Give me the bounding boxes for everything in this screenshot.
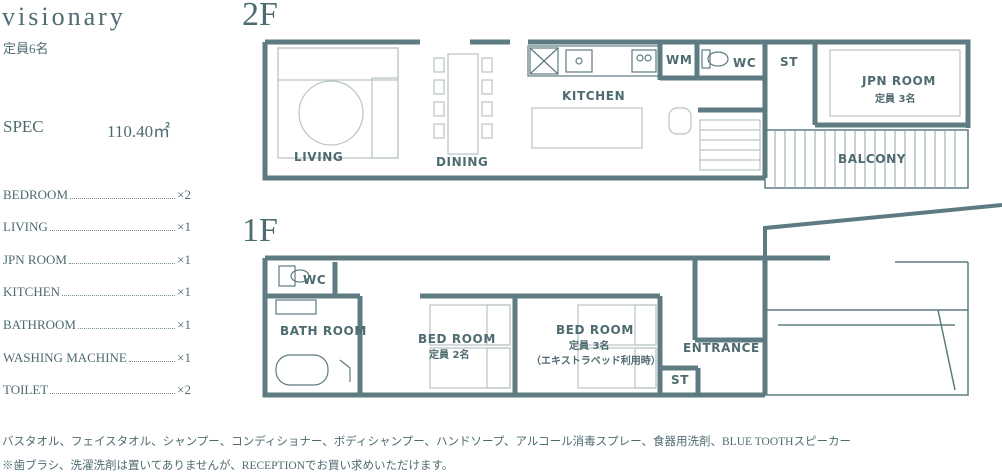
dotted-leader bbox=[50, 393, 176, 395]
bed-room-1-capacity: 定員 2名 bbox=[429, 348, 469, 361]
spec-item-name: KITCHEN bbox=[3, 284, 61, 300]
spec-item: TOILET ×2 bbox=[3, 366, 191, 399]
garden-annex-1f bbox=[764, 261, 969, 396]
room-label-st-2f: ST bbox=[780, 55, 798, 69]
spec-item-count: ×1 bbox=[177, 316, 191, 332]
spec-item-name: BEDROOM bbox=[3, 186, 69, 202]
spec-list: BEDROOM×2 LIVING×1 JPN ROOM×1 KITCHEN×1 … bbox=[3, 170, 191, 398]
jpn-room-capacity: 定員 3名 bbox=[875, 92, 915, 105]
spec-item-count: ×1 bbox=[177, 284, 191, 300]
room-label-dining: DINING bbox=[436, 155, 488, 169]
spec-area: 110.40㎡ bbox=[107, 122, 171, 141]
spec-item: KITCHEN ×1 bbox=[3, 268, 191, 301]
floor-label-1f: 1F bbox=[242, 212, 278, 249]
room-label-bath-room: BATH ROOM bbox=[280, 324, 367, 338]
spec-item-count: ×2 bbox=[177, 186, 191, 202]
floor-label-2f: 2F bbox=[242, 0, 278, 33]
spec-item-count: ×1 bbox=[177, 251, 191, 267]
spec-item: LIVING ×1 bbox=[3, 203, 191, 236]
spec-item-count: ×1 bbox=[177, 219, 191, 235]
spec-item-count: ×1 bbox=[177, 349, 191, 365]
dotted-leader bbox=[77, 327, 176, 329]
walls-1f bbox=[262, 255, 830, 398]
bed-room-2-note: （エキストラベッド利用時） bbox=[531, 354, 661, 367]
dotted-leader bbox=[49, 230, 176, 232]
roof-line bbox=[763, 203, 1002, 258]
furniture-2f bbox=[277, 47, 961, 171]
dotted-leader bbox=[68, 262, 176, 264]
dotted-leader bbox=[62, 295, 176, 297]
spec-item-name: TOILET bbox=[3, 382, 49, 398]
bathroom-fixtures bbox=[275, 265, 351, 386]
balcony-deck bbox=[764, 129, 969, 189]
room-label-balcony: BALCONY bbox=[838, 152, 906, 166]
spec-item-name: BATHROOM bbox=[3, 316, 76, 332]
bed-room-2-capacity: 定員 3名 bbox=[569, 339, 609, 352]
spec-item: BATHROOM ×1 bbox=[3, 300, 191, 333]
amenities-note: バスタオル、フェイスタオル、シャンプー、コンディショナー、ボディシャンプー、ハン… bbox=[2, 436, 851, 448]
property-capacity: 定員6名 bbox=[3, 41, 49, 56]
room-label-entrance: ENTRANCE bbox=[683, 341, 760, 355]
room-label-bed-room-1: BED ROOM bbox=[418, 332, 496, 346]
room-label-living: LIVING bbox=[294, 150, 343, 164]
room-label-wc-2f: WC bbox=[733, 56, 756, 70]
second-floor-plan: WM WC ST JPN ROOM 定員 3名 KITCHEN LIVING D… bbox=[262, 39, 971, 189]
spec-item: JPN ROOM ×1 bbox=[3, 235, 191, 268]
property-title: visionary bbox=[2, 2, 126, 31]
room-label-jpn-room: JPN ROOM bbox=[861, 74, 936, 88]
room-label-st-1f: ST bbox=[671, 373, 689, 387]
room-label-wc-1f: WC bbox=[303, 273, 326, 287]
spec-label: SPEC bbox=[3, 117, 44, 136]
dotted-leader bbox=[128, 360, 176, 362]
spec-item: BEDROOM ×2 bbox=[3, 170, 191, 203]
disclaimer-note: ※歯ブラシ、洗濯洗剤は置いてありませんが、RECEPTIONでお買い求めいただけ… bbox=[2, 460, 454, 472]
dotted-leader bbox=[70, 197, 176, 199]
room-label-kitchen: KITCHEN bbox=[562, 89, 625, 103]
spec-item-name: JPN ROOM bbox=[3, 251, 67, 267]
first-floor-plan: WC BATH ROOM BED ROOM 定員 2名 BED ROOM 定員 … bbox=[262, 255, 969, 398]
room-label-wm: WM bbox=[666, 53, 692, 67]
spec-item-name: LIVING bbox=[3, 219, 48, 235]
toilet-2f bbox=[701, 49, 729, 69]
spec-item-name: WASHING MACHINE bbox=[3, 349, 127, 365]
kitchen-counter bbox=[527, 45, 661, 77]
room-label-bed-room-2: BED ROOM bbox=[556, 323, 634, 337]
beds bbox=[429, 304, 657, 389]
spec-item: WASHING MACHINE ×1 bbox=[3, 333, 191, 366]
spec-item-count: ×2 bbox=[177, 382, 191, 398]
